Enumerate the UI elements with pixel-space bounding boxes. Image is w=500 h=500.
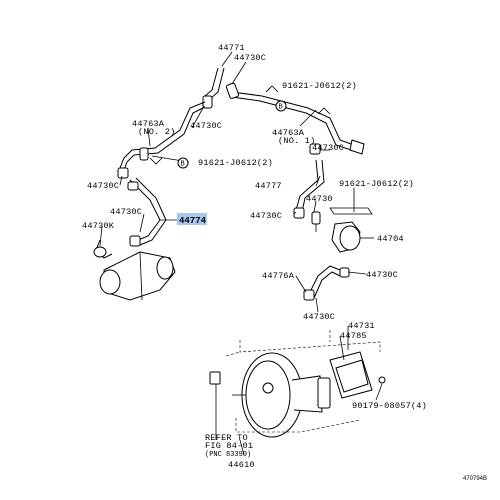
vacuum-tank-44704 (329, 194, 373, 253)
label-44730c-c[interactable]: 44730C (312, 143, 344, 153)
label-b-lower: B (181, 161, 185, 169)
label-pnc-ref: (PNC 83390) (205, 451, 251, 459)
label-44785[interactable]: 44785 (340, 331, 367, 341)
label-44763a-no1[interactable]: 44763A (272, 128, 305, 138)
label-44730c-f[interactable]: 44730C (250, 211, 282, 221)
label-91621-c[interactable]: 91621-J0612(2) (339, 179, 414, 189)
label-90179[interactable]: 90179-08057(4) (352, 401, 427, 411)
intake-manifold-sketch (99, 251, 176, 301)
bolt-marker-b-lower: B (177, 157, 189, 169)
label-44730[interactable]: 44730 (306, 194, 333, 204)
label-44730c-e[interactable]: 44730C (110, 207, 142, 217)
label-44730c-b[interactable]: 44730C (190, 121, 222, 131)
bolt-marker-b-upper: B (275, 100, 287, 112)
label-44704[interactable]: 44704 (377, 234, 404, 244)
hose-44777 (293, 159, 325, 232)
label-no2: (NO. 2) (138, 127, 176, 137)
label-no1: (NO. 1) (278, 136, 316, 146)
label-44731[interactable]: 44731 (348, 321, 375, 331)
figure-id: 470794B (463, 476, 487, 482)
label-44730c-g[interactable]: 44730C (366, 270, 398, 280)
label-refer-to: REFER TO (205, 433, 248, 443)
label-44610[interactable]: 44610 (228, 460, 255, 470)
vacuum-pipe-no2 (117, 101, 206, 179)
highlight-44774 (177, 213, 207, 225)
label-44730c-a[interactable]: 44730C (234, 53, 266, 63)
label-44771[interactable]: 44771 (218, 43, 245, 53)
label-44774[interactable]: 44774 (179, 216, 207, 226)
vacuum-pipe-no1 (202, 67, 365, 155)
label-44777[interactable]: 44777 (255, 181, 282, 191)
label-fig-ref[interactable]: FIG 84-01 (205, 441, 253, 451)
hose-44776a (303, 265, 350, 301)
label-44730c-h[interactable]: 44730C (303, 312, 335, 322)
label-44730c-d[interactable]: 44730C (87, 181, 119, 191)
label-44776a[interactable]: 44776A (262, 271, 295, 281)
label-44763a-no2[interactable]: 44763A (132, 119, 165, 129)
leader-lines (99, 51, 383, 456)
gasket-44785 (329, 351, 386, 399)
label-91621-b[interactable]: 91621-J0612(2) (198, 158, 273, 168)
guide-lines (225, 330, 381, 433)
label-44730k[interactable]: 44730K (82, 221, 115, 231)
brake-booster-44610 (209, 352, 331, 440)
check-valve-44730k (93, 239, 113, 259)
label-91621-a[interactable]: 91621-J0612(2) (282, 81, 357, 91)
label-b-upper: B (279, 104, 283, 112)
